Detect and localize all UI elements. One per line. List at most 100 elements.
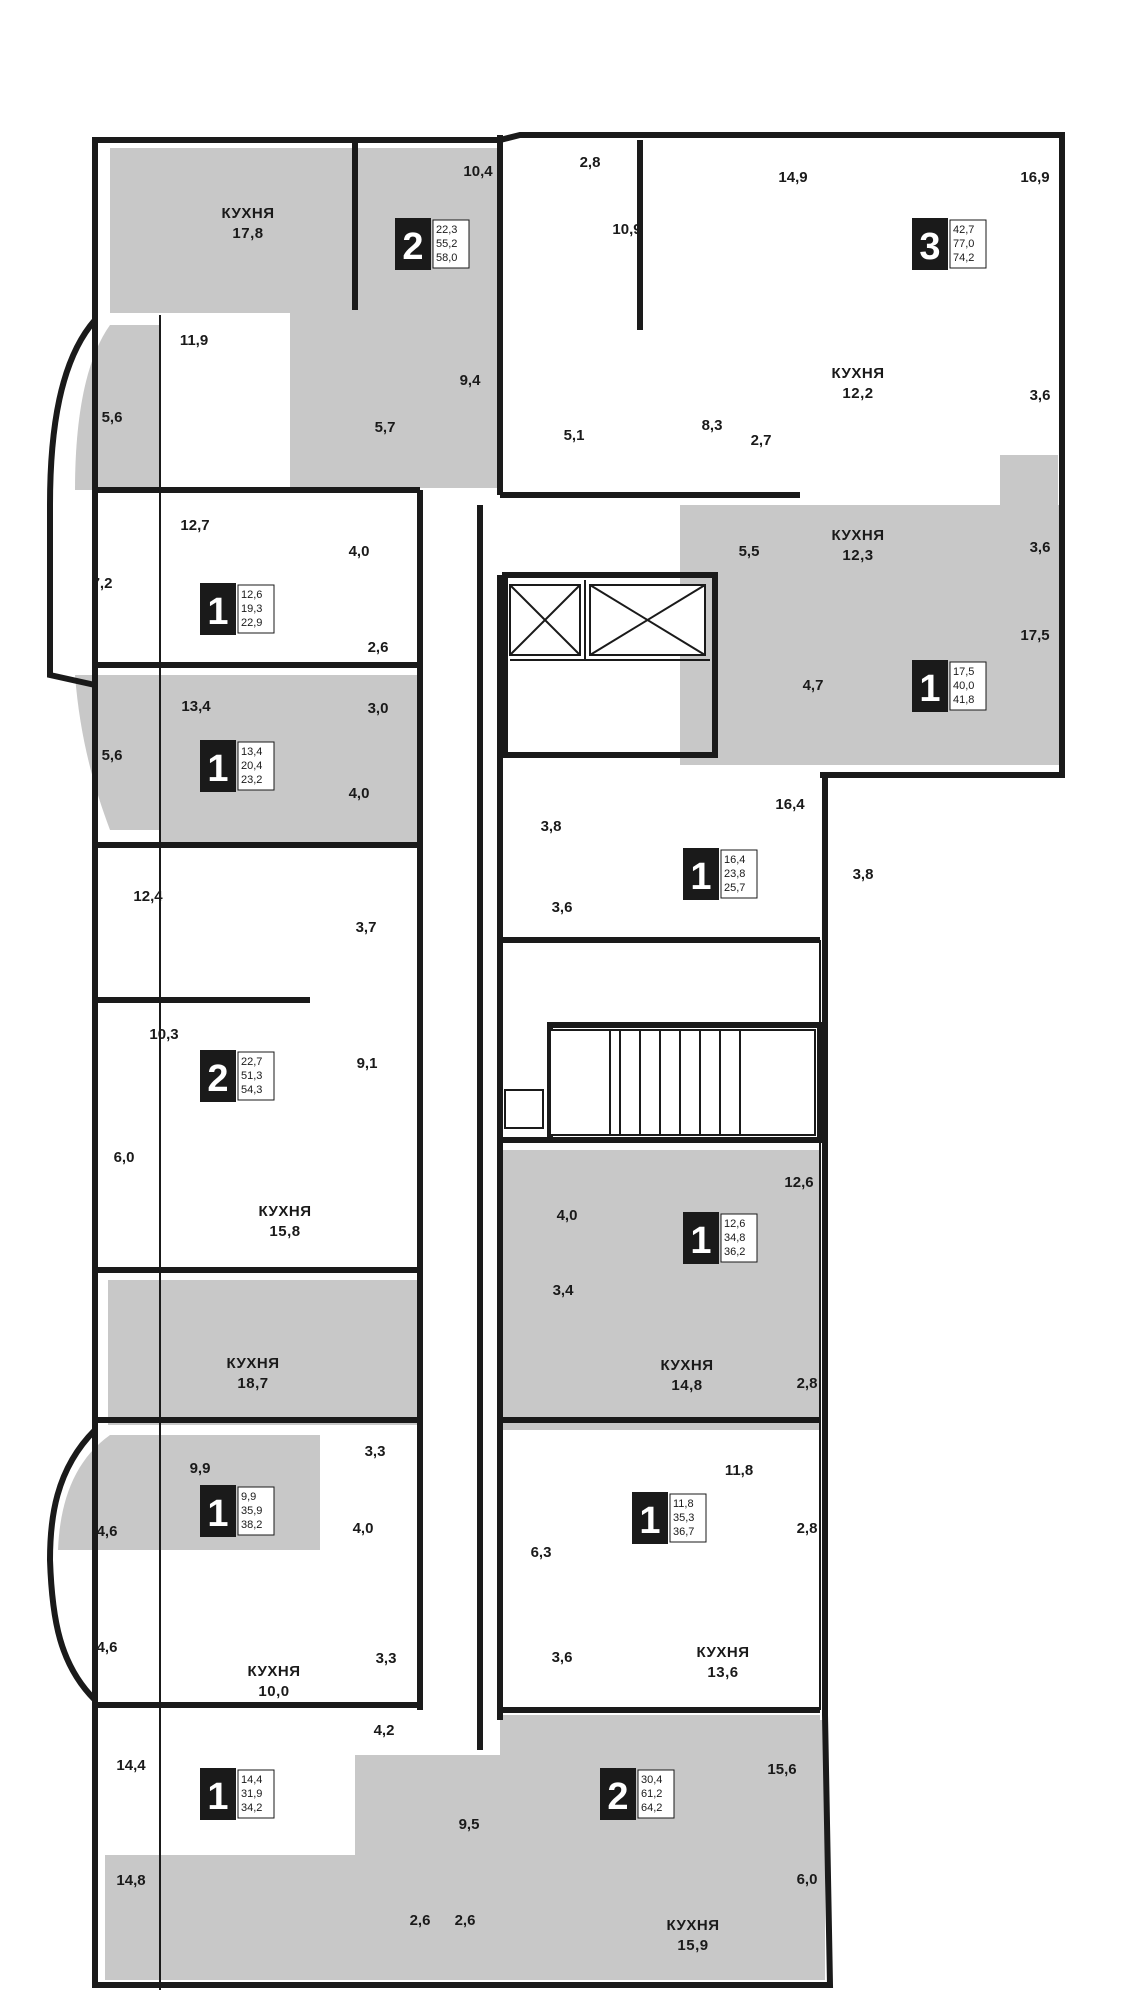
area-value: 16,4 — [724, 854, 745, 866]
room-area-label: 16,4 — [775, 796, 805, 813]
area-value: 23,8 — [724, 868, 745, 880]
area-value: 42,7 — [953, 224, 974, 236]
area-box — [432, 219, 470, 269]
room-area-label: 2,6 — [368, 639, 389, 656]
area-value: 34,8 — [724, 1232, 745, 1244]
room-area-label: 10,4 — [463, 163, 493, 180]
room-area-label: 9,1 — [357, 1055, 378, 1072]
room-area-label: 13,4 — [181, 698, 211, 715]
area-value: 14,4 — [241, 1774, 262, 1786]
room-area-label: 4,6 — [97, 1639, 118, 1656]
room-area-label: 5,6 — [102, 747, 123, 764]
room-area-label: 2,6 — [410, 1912, 431, 1929]
room-area-label: 11,9 — [180, 332, 208, 349]
room-area-label: 3,0 — [368, 700, 389, 717]
badge-box — [200, 1485, 236, 1537]
area-value: 22,7 — [241, 1056, 262, 1068]
room-area-label: 12,4 — [133, 888, 163, 905]
room-count: 1 — [690, 1220, 711, 1262]
room-count: 2 — [402, 226, 423, 268]
room-area-label: 5,5 — [739, 543, 760, 560]
room-area-label: 3,8 — [541, 818, 562, 835]
room-area-label: 12,6 — [784, 1174, 813, 1191]
room-area-label: 6,0 — [114, 1149, 135, 1166]
area-box — [237, 1051, 275, 1101]
room-area-label: 3,6 — [1030, 387, 1051, 404]
room-area-label: 2,8 — [797, 1375, 818, 1392]
room-area-label: 12,7 — [180, 517, 209, 534]
room-area-label: 3,6 — [552, 1649, 573, 1666]
area-value: 20,4 — [241, 760, 262, 772]
room-area-label: 4,2 — [374, 1722, 395, 1739]
room-count: 1 — [919, 668, 940, 710]
room-area-label: 10,3 — [149, 1026, 178, 1043]
room-area-label: 3,6 — [552, 899, 573, 916]
badge-box — [200, 1768, 236, 1820]
room-area-label: 4,0 — [557, 1207, 578, 1224]
area-value: 64,2 — [641, 1802, 662, 1814]
badge-box — [632, 1492, 668, 1544]
badge-box — [200, 740, 236, 792]
badge-box — [200, 1050, 236, 1102]
area-value: 17,5 — [953, 666, 974, 678]
room-count: 2 — [607, 1776, 628, 1818]
room-count: 1 — [207, 1776, 228, 1818]
room-count: 1 — [207, 591, 228, 633]
area-value: 36,7 — [673, 1526, 694, 1538]
room-area-label: 2,6 — [455, 1912, 476, 1929]
room-area-label: 5,1 — [564, 427, 585, 444]
area-box — [237, 584, 275, 634]
room-area-label: 4,0 — [349, 543, 370, 560]
room-area-label: 3,3 — [365, 1443, 386, 1460]
area-value: 9,9 — [241, 1491, 256, 1503]
room-area-label: 3,3 — [376, 1650, 397, 1667]
walls — [46, 132, 1065, 1990]
area-value: 58,0 — [436, 252, 457, 264]
badge-box — [200, 583, 236, 635]
room-count: 1 — [207, 1493, 228, 1535]
badge-box — [912, 218, 948, 270]
room-area-label: 3,6 — [1030, 539, 1051, 556]
room-area-label: 3,7 — [356, 919, 377, 936]
room-area-label: 14,4 — [116, 1757, 146, 1774]
room-area-label: 9,9 — [190, 1460, 211, 1477]
area-value: 55,2 — [436, 238, 457, 250]
room-area-label: 4,0 — [353, 1520, 374, 1537]
area-value: 13,4 — [241, 746, 262, 758]
area-value: 35,9 — [241, 1505, 262, 1517]
area-value: 41,8 — [953, 694, 974, 706]
room-area-label: 2,8 — [797, 1520, 818, 1537]
room-count: 3 — [919, 226, 940, 268]
room-area-label: 14,8 — [116, 1872, 145, 1889]
area-value: 22,9 — [241, 617, 262, 629]
area-value: 11,8 — [673, 1498, 694, 1510]
room-area-label: 10,9 — [612, 221, 641, 238]
room-area-label: 4,6 — [97, 1523, 118, 1540]
area-box — [720, 1213, 758, 1263]
area-value: 12,6 — [241, 589, 262, 601]
room-count: 1 — [690, 856, 711, 898]
stair-core — [504, 584, 816, 1136]
area-box — [237, 741, 275, 791]
room-area-label: 3,4 — [553, 1282, 575, 1299]
badge-box — [912, 660, 948, 712]
room-area-label: 14,9 — [778, 169, 807, 186]
room-area-label: 6,0 — [797, 1871, 818, 1888]
room-area-label: 9,5 — [459, 1816, 480, 1833]
room-count: 1 — [207, 748, 228, 790]
room-area-label: 17,5 — [1020, 627, 1049, 644]
